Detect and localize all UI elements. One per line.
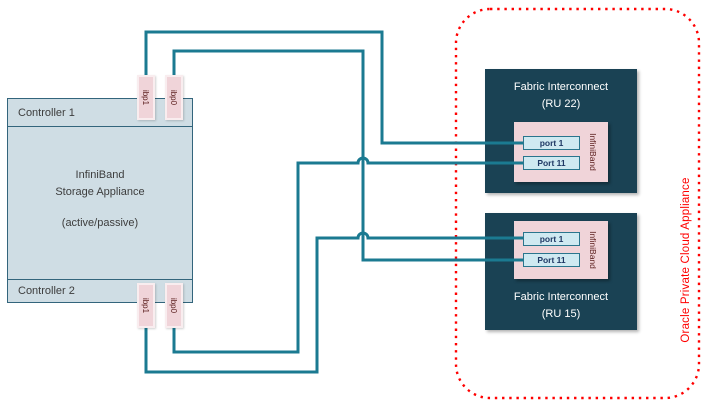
controller1-port-ibp1-label: ibp1 [141, 89, 151, 106]
cable-controller2-ibp1-to-ru15-port1 [144, 231, 523, 374]
oracle-pca-enclosure-label: Oracle Private Cloud Appliance [680, 177, 692, 343]
fabric-ru22-port-11: Port 11 [523, 156, 580, 170]
controller-2-label: Controller 2 [18, 285, 75, 297]
controller2-port-ibp0: ibp0 [165, 283, 183, 328]
fabric-ru22-title: Fabric Interconnect (RU 22) [485, 79, 637, 113]
storage-title-line2: Storage Appliance [55, 185, 145, 198]
fabric-ru15-title: Fabric Interconnect (RU 15) [485, 289, 637, 323]
controller1-port-ibp0: ibp0 [165, 75, 183, 120]
fabric-ru15-port-11: Port 11 [523, 253, 580, 267]
fabric-ru15-title-line2: (RU 15) [541, 308, 581, 321]
pca-enclosure-boundary [454, 7, 701, 400]
storage-mode-label: (active/passive) [61, 217, 139, 229]
controller2-port-ibp0-label: ibp0 [169, 297, 179, 314]
storage-appliance-title: InfiniBand Storage Appliance [8, 167, 192, 200]
fabric-ru22-infiniband-module: port 1 Port 11 InfiniBand [514, 122, 608, 182]
fabric-ru22-title-line2: (RU 22) [541, 98, 581, 111]
controller-2-band: Controller 2 [8, 279, 192, 302]
fabric-ru15-module-label: InfiniBand [588, 231, 598, 269]
fabric-ru22-port-1: port 1 [523, 136, 580, 150]
storage-title-line1: InfiniBand [75, 169, 125, 181]
fabric-interconnect-ru22: Fabric Interconnect (RU 22) port 1 Port … [485, 69, 637, 193]
fabric-ru22-title-line1: Fabric Interconnect [513, 81, 609, 93]
controller1-port-ibp0-label: ibp0 [169, 89, 179, 106]
controller2-port-ibp1-label: ibp1 [141, 297, 151, 314]
controller-1-label: Controller 1 [18, 106, 75, 119]
fabric-ru15-infiniband-module: port 1 Port 11 InfiniBand [514, 221, 608, 279]
controller2-port-ibp1: ibp1 [137, 283, 155, 328]
controller-1-band: Controller 1 [8, 99, 192, 127]
fabric-ru22-module-label: InfiniBand [588, 133, 598, 171]
storage-appliance-box: Controller 1 InfiniBand Storage Applianc… [7, 98, 193, 303]
fabric-interconnect-ru15: port 1 Port 11 InfiniBand Fabric Interco… [485, 213, 637, 330]
fabric-ru15-port-1: port 1 [523, 232, 580, 246]
fabric-ru15-title-line1: Fabric Interconnect [513, 291, 609, 303]
controller1-port-ibp1: ibp1 [137, 75, 155, 120]
cable-controller1-ibp0-to-ru15-port11 [172, 49, 523, 262]
cable-controller2-ibp0-to-ru22-port11 [172, 156, 523, 354]
cable-controller1-ibp1-to-ru22-port1 [144, 30, 523, 145]
